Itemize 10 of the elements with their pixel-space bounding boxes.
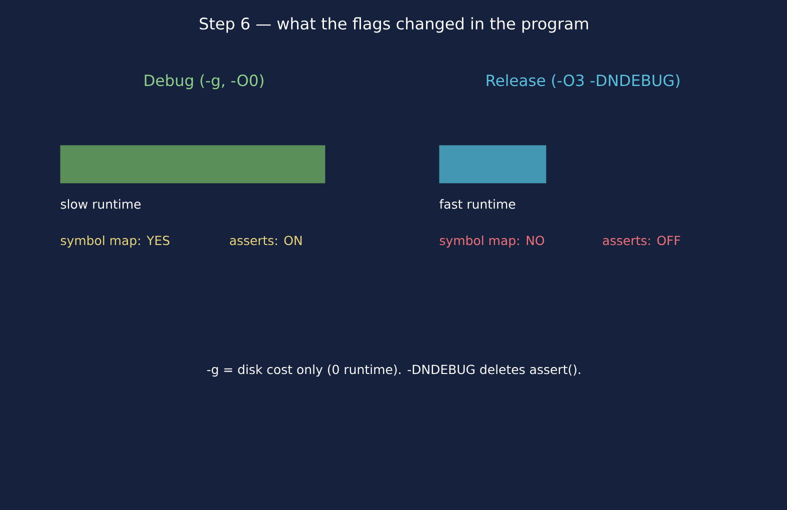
title: Step 6 — what the flags changed in the program xyxy=(200,17,588,33)
status-text: symbol map: YES xyxy=(60,236,170,248)
column-heading: Debug (-g, -O0) xyxy=(144,74,264,90)
bar-caption: fast runtime xyxy=(439,199,516,209)
bar-caption: slow runtime xyxy=(60,199,141,209)
status-text: asserts: OFF xyxy=(602,236,680,246)
note-text: -g = disk cost only (0 runtime). -DNDEBUG deletes assert(). xyxy=(207,364,580,377)
column-heading: Release (-O3 -DNDEBUG) xyxy=(486,74,680,88)
status-text: asserts: ON xyxy=(230,236,302,246)
status-text: symbol map: NO xyxy=(440,236,544,248)
